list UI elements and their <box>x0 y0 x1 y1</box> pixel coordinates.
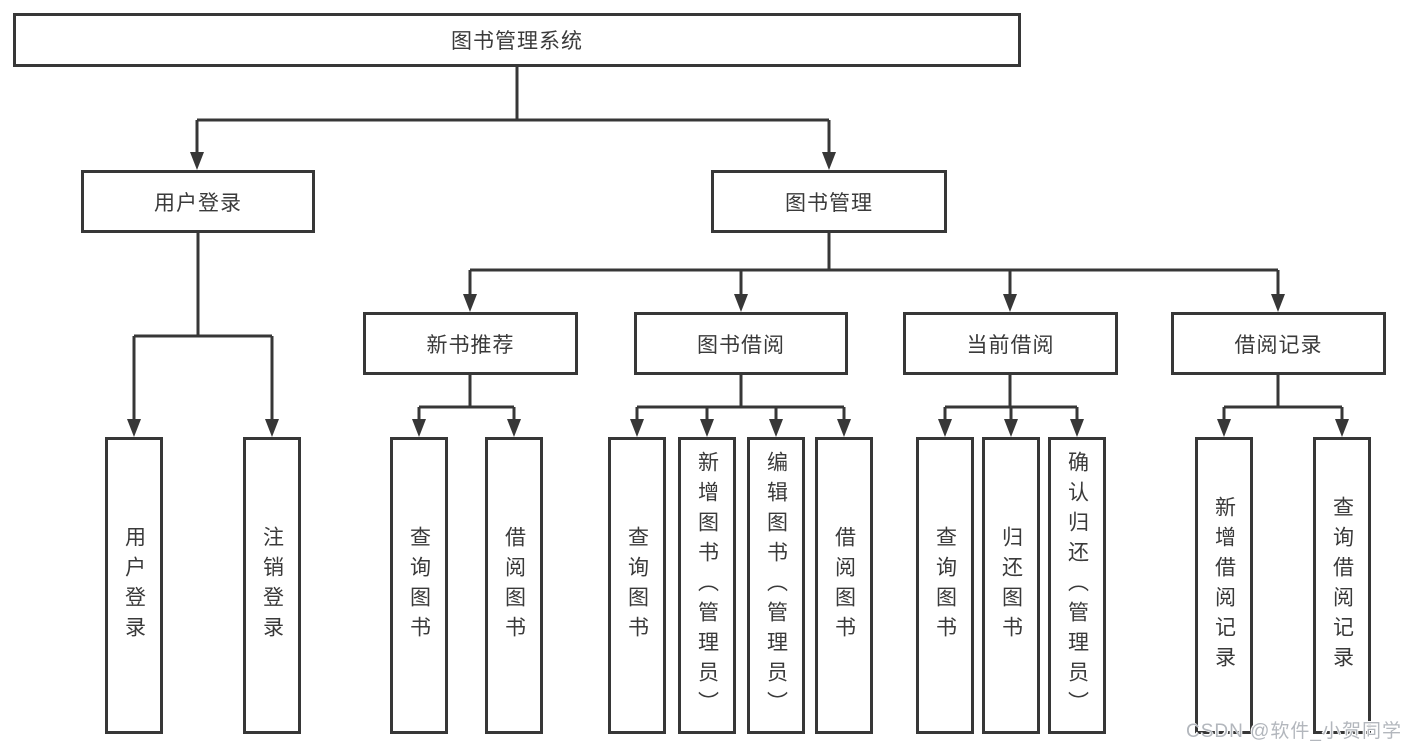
node-leaf-edit-books-admin: 编辑图书（管理员） <box>747 437 805 734</box>
node-leaf-query-books-1: 查询图书 <box>390 437 448 734</box>
node-leaf-query-borrow-record: 查询借阅记录 <box>1313 437 1371 734</box>
csdn-watermark: CSDN @软件_小贺同学 <box>1186 721 1402 742</box>
node-book-borrowing: 图书借阅 <box>634 312 848 375</box>
node-leaf-return-books: 归还图书 <box>982 437 1040 734</box>
node-leaf-borrow-books-1: 借阅图书 <box>485 437 543 734</box>
node-leaf-borrow-books-2: 借阅图书 <box>815 437 873 734</box>
node-leaf-confirm-return-admin: 确认归还（管理员） <box>1048 437 1106 734</box>
node-borrowing-records: 借阅记录 <box>1171 312 1386 375</box>
node-new-book-recommend: 新书推荐 <box>363 312 578 375</box>
node-leaf-user-login: 用户登录 <box>105 437 163 734</box>
node-user-login: 用户登录 <box>81 170 315 233</box>
node-leaf-query-books-2: 查询图书 <box>608 437 666 734</box>
node-leaf-logout: 注销登录 <box>243 437 301 734</box>
node-current-borrowing: 当前借阅 <box>903 312 1118 375</box>
node-leaf-query-books-3: 查询图书 <box>916 437 974 734</box>
node-book-management: 图书管理 <box>711 170 947 233</box>
node-leaf-add-books-admin: 新增图书（管理员） <box>678 437 736 734</box>
node-library-management-system: 图书管理系统 <box>13 13 1021 67</box>
node-leaf-add-borrow-record: 新增借阅记录 <box>1195 437 1253 734</box>
